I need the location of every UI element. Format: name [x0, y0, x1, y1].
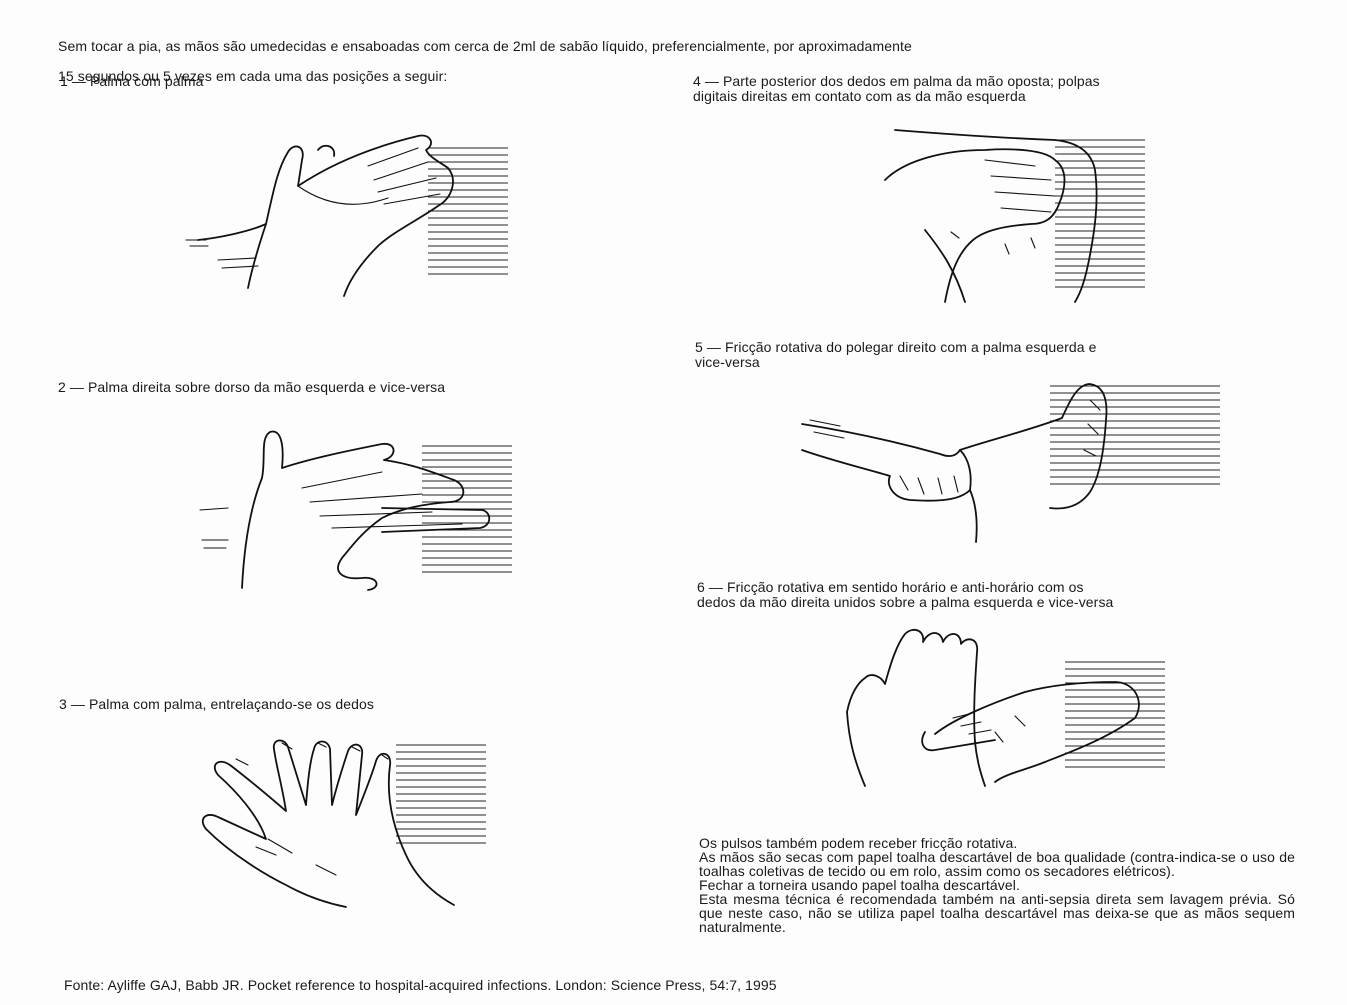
hand-over-back-icon — [192, 428, 522, 593]
fingers-interlaced-icon — [196, 735, 496, 910]
hatch-shading — [428, 148, 508, 274]
fingers-back-in-palm-icon — [855, 120, 1155, 305]
step-4-label: 4 — Parte posterior dos dedos em palma d… — [693, 74, 1100, 104]
intro-text: Sem tocar a pia, as mãos são umedecidas … — [58, 24, 1298, 99]
intro-line-1: Sem tocar a pia, as mãos são umedecidas … — [58, 39, 1298, 54]
step-3-label: 3 — Palma com palma, entrelaçando-se os … — [59, 697, 374, 712]
thumb-rotation-icon — [800, 380, 1230, 545]
hatch-shading — [1050, 386, 1220, 484]
note-line: Esta mesma técnica é recomendada também … — [699, 892, 1295, 934]
step-6-label: 6 — Fricção rotativa em sentido horário … — [697, 580, 1113, 610]
step-5-label: 5 — Fricção rotativa do polegar direito … — [695, 340, 1097, 370]
hatch-shading — [1065, 662, 1165, 767]
note-line: Os pulsos também podem receber fricção r… — [699, 836, 1295, 850]
closing-notes: Os pulsos também podem receber fricção r… — [699, 836, 1295, 934]
note-line: Fechar a torneira usando papel toalha de… — [699, 878, 1295, 892]
fingertips-in-palm-icon — [845, 622, 1175, 787]
step-1-label: 1 — Palma com palma — [60, 74, 204, 89]
source-citation: Fonte: Ayliffe GAJ, Babb JR. Pocket refe… — [64, 978, 777, 993]
intro-line-2: 15 segundos ou 5 vezes em cada uma das p… — [58, 69, 1298, 84]
hatch-shading — [1055, 140, 1145, 287]
hatch-shading — [396, 745, 486, 843]
step-2-label: 2 — Palma direita sobre dorso da mão esq… — [58, 380, 445, 395]
note-line: As mãos são secas com papel toalha desca… — [699, 850, 1295, 878]
hands-palm-to-palm-icon — [178, 128, 528, 298]
